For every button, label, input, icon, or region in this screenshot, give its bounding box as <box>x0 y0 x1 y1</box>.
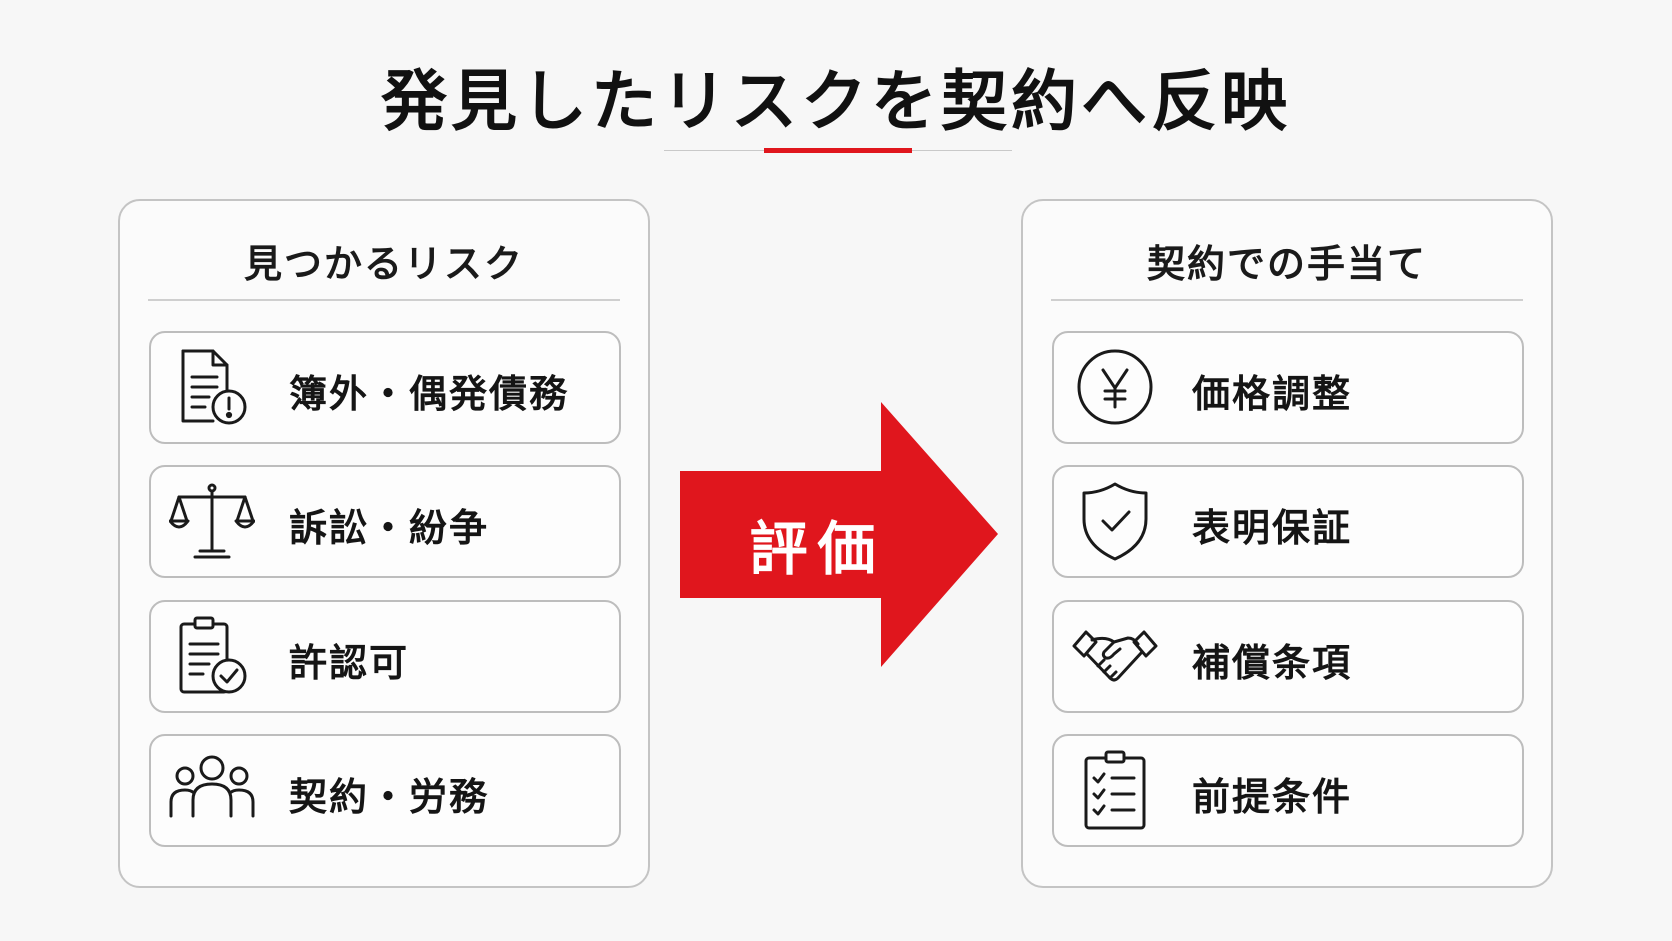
evaluation-label: 評価 <box>749 515 886 583</box>
remedies-panel-title: 契約での手当て <box>1146 242 1427 286</box>
title-accent-bar <box>764 148 912 153</box>
shield-check-icon <box>1072 481 1158 561</box>
risk-item-litigation: 訴訟・紛争 <box>149 465 621 578</box>
checklist-icon <box>1072 750 1158 830</box>
remedy-item-indemnity: 補償条項 <box>1052 600 1524 713</box>
remedy-item-price-adjustment: 価格調整 <box>1052 331 1524 444</box>
risk-item-off-balance: 簿外・偶発債務 <box>149 331 621 444</box>
document-warning-icon <box>169 347 255 427</box>
handshake-icon <box>1072 616 1158 696</box>
risk-item-permits: 許認可 <box>149 600 621 713</box>
risks-panel: 見つかるリスク 簿外・偶発債務 <box>118 199 650 888</box>
clipboard-check-icon <box>169 616 255 696</box>
evaluation-arrow <box>680 402 998 667</box>
remedies-panel: 契約での手当て 価格調整 表明保証 <box>1021 199 1553 888</box>
remedy-item-label: 価格調整 <box>1192 372 1353 416</box>
remedy-item-label: 表明保証 <box>1192 506 1353 550</box>
risk-item-label: 許認可 <box>289 641 410 685</box>
yen-icon <box>1072 347 1158 427</box>
remedy-item-conditions-precedent: 前提条件 <box>1052 734 1524 847</box>
risk-item-label: 契約・労務 <box>289 775 490 819</box>
remedy-item-representations: 表明保証 <box>1052 465 1524 578</box>
remedy-item-label: 前提条件 <box>1192 775 1353 819</box>
remedies-panel-divider <box>1051 299 1523 301</box>
remedy-item-label: 補償条項 <box>1192 641 1353 685</box>
risk-item-contracts-labor: 契約・労務 <box>149 734 621 847</box>
people-group-icon <box>169 750 255 830</box>
risk-item-label: 簿外・偶発債務 <box>289 372 570 416</box>
risks-panel-title: 見つかるリスク <box>243 242 524 286</box>
scales-icon <box>169 481 255 561</box>
page-title: 発見したリスクを契約へ反映 <box>381 63 1291 140</box>
risk-item-label: 訴訟・紛争 <box>289 506 490 550</box>
risks-panel-divider <box>148 299 620 301</box>
